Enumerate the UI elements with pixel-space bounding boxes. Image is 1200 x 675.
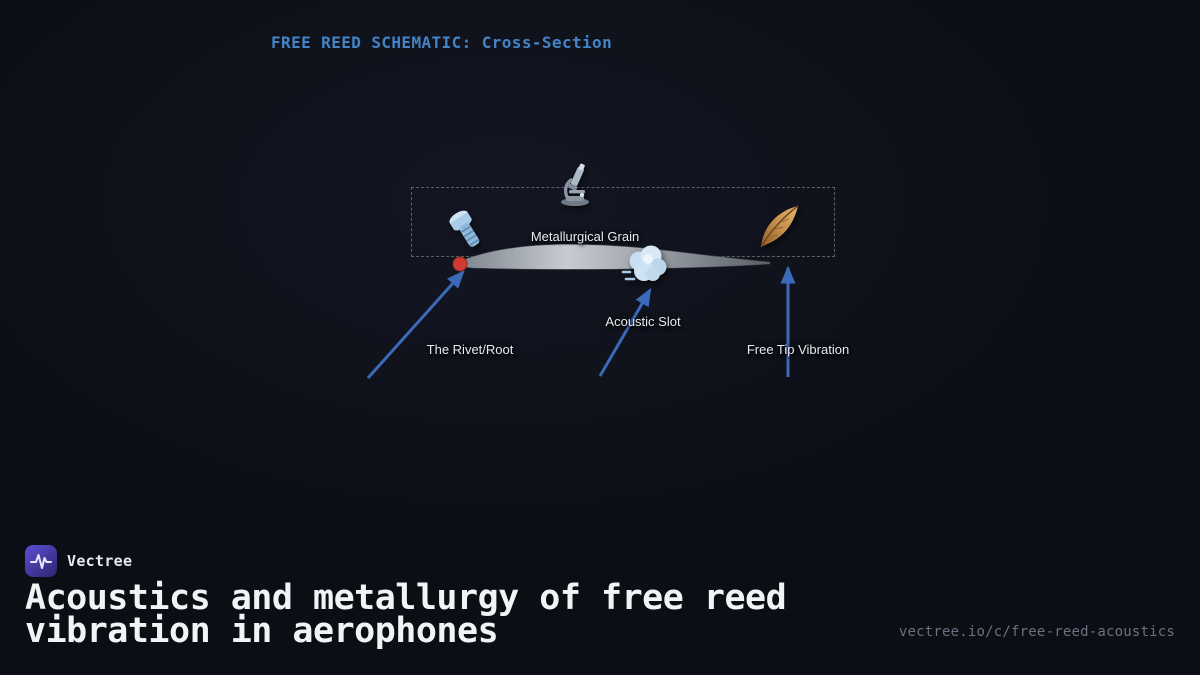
brand-row: Vectree [25, 545, 132, 577]
microscope-icon [552, 162, 598, 208]
vectree-logo [25, 545, 57, 577]
label-free-tip-vibration: Free Tip Vibration [746, 342, 850, 357]
label-acoustic-slot: Acoustic Slot [605, 314, 681, 329]
page-title: Acoustics and metallurgy of free reed vi… [25, 578, 787, 651]
brand-name: Vectree [67, 552, 133, 570]
schematic-title: FREE REED SCHEMATIC: Cross-Section [271, 33, 613, 52]
bolt-icon [442, 206, 492, 256]
feather-icon [753, 201, 805, 253]
air-puff-icon [617, 239, 671, 293]
rivet-arrow [366, 270, 465, 380]
slot-arrow [598, 287, 652, 377]
waveform-icon [30, 554, 52, 569]
page-url: vectree.io/c/free-reed-acoustics [898, 624, 1175, 640]
rivet-dot [452, 256, 468, 272]
label-rivet-root: The Rivet/Root [426, 342, 514, 357]
label-metallurgical-grain: Metallurgical Grain [530, 229, 640, 244]
